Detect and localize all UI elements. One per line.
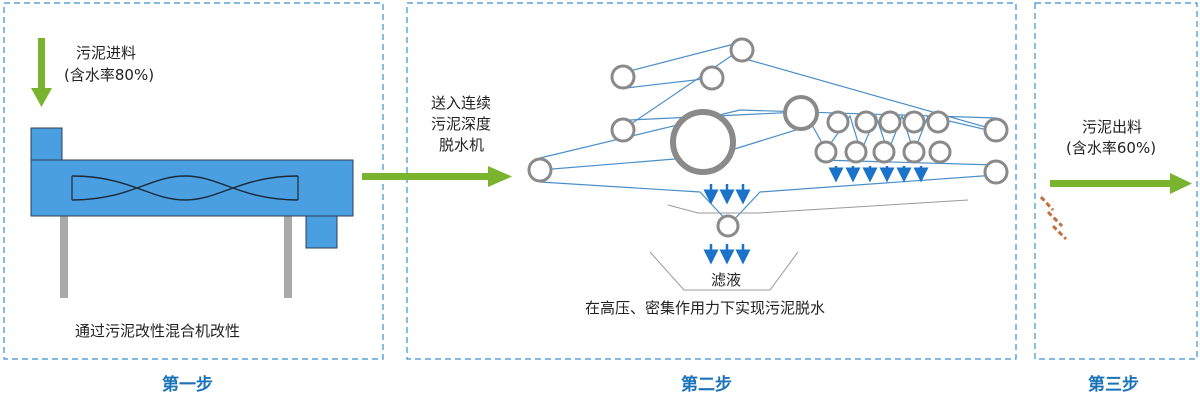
press-belts [539, 41, 997, 225]
step2-caption: 在高压、密集作用力下实现污泥脱水 [585, 299, 826, 317]
transfer-arrow [362, 166, 512, 187]
step1-caption: 通过污泥改性混合机改性 [75, 322, 241, 340]
output-label-line2: (含水率60%) [1066, 139, 1157, 157]
feed-label-line2: (含水率80%) [64, 66, 155, 84]
rollers [527, 37, 1009, 238]
pressure-arrows [703, 166, 929, 265]
step3-title: 第三步 [1088, 375, 1139, 395]
sludge-cake-marks [1039, 195, 1068, 241]
filtrate-label: 滤液 [711, 271, 742, 289]
transfer-label-line1: 送入连续 [431, 94, 492, 112]
step2-title: 第二步 [681, 375, 732, 395]
output-arrow [1050, 173, 1192, 194]
step1-title: 第一步 [162, 375, 213, 395]
step2-panel [406, 2, 1017, 360]
mixer-machine [30, 127, 354, 298]
transfer-label-line2: 污泥深度 [431, 115, 492, 133]
step1-panel [3, 2, 384, 360]
output-label-line1: 污泥出料 [1082, 118, 1143, 136]
feed-arrow [31, 38, 52, 107]
transfer-label-line3: 脱水机 [439, 136, 485, 154]
filtrate-tray [649, 199, 969, 291]
step3-panel [1034, 2, 1198, 360]
feed-label-line1: 污泥进料 [76, 44, 137, 62]
